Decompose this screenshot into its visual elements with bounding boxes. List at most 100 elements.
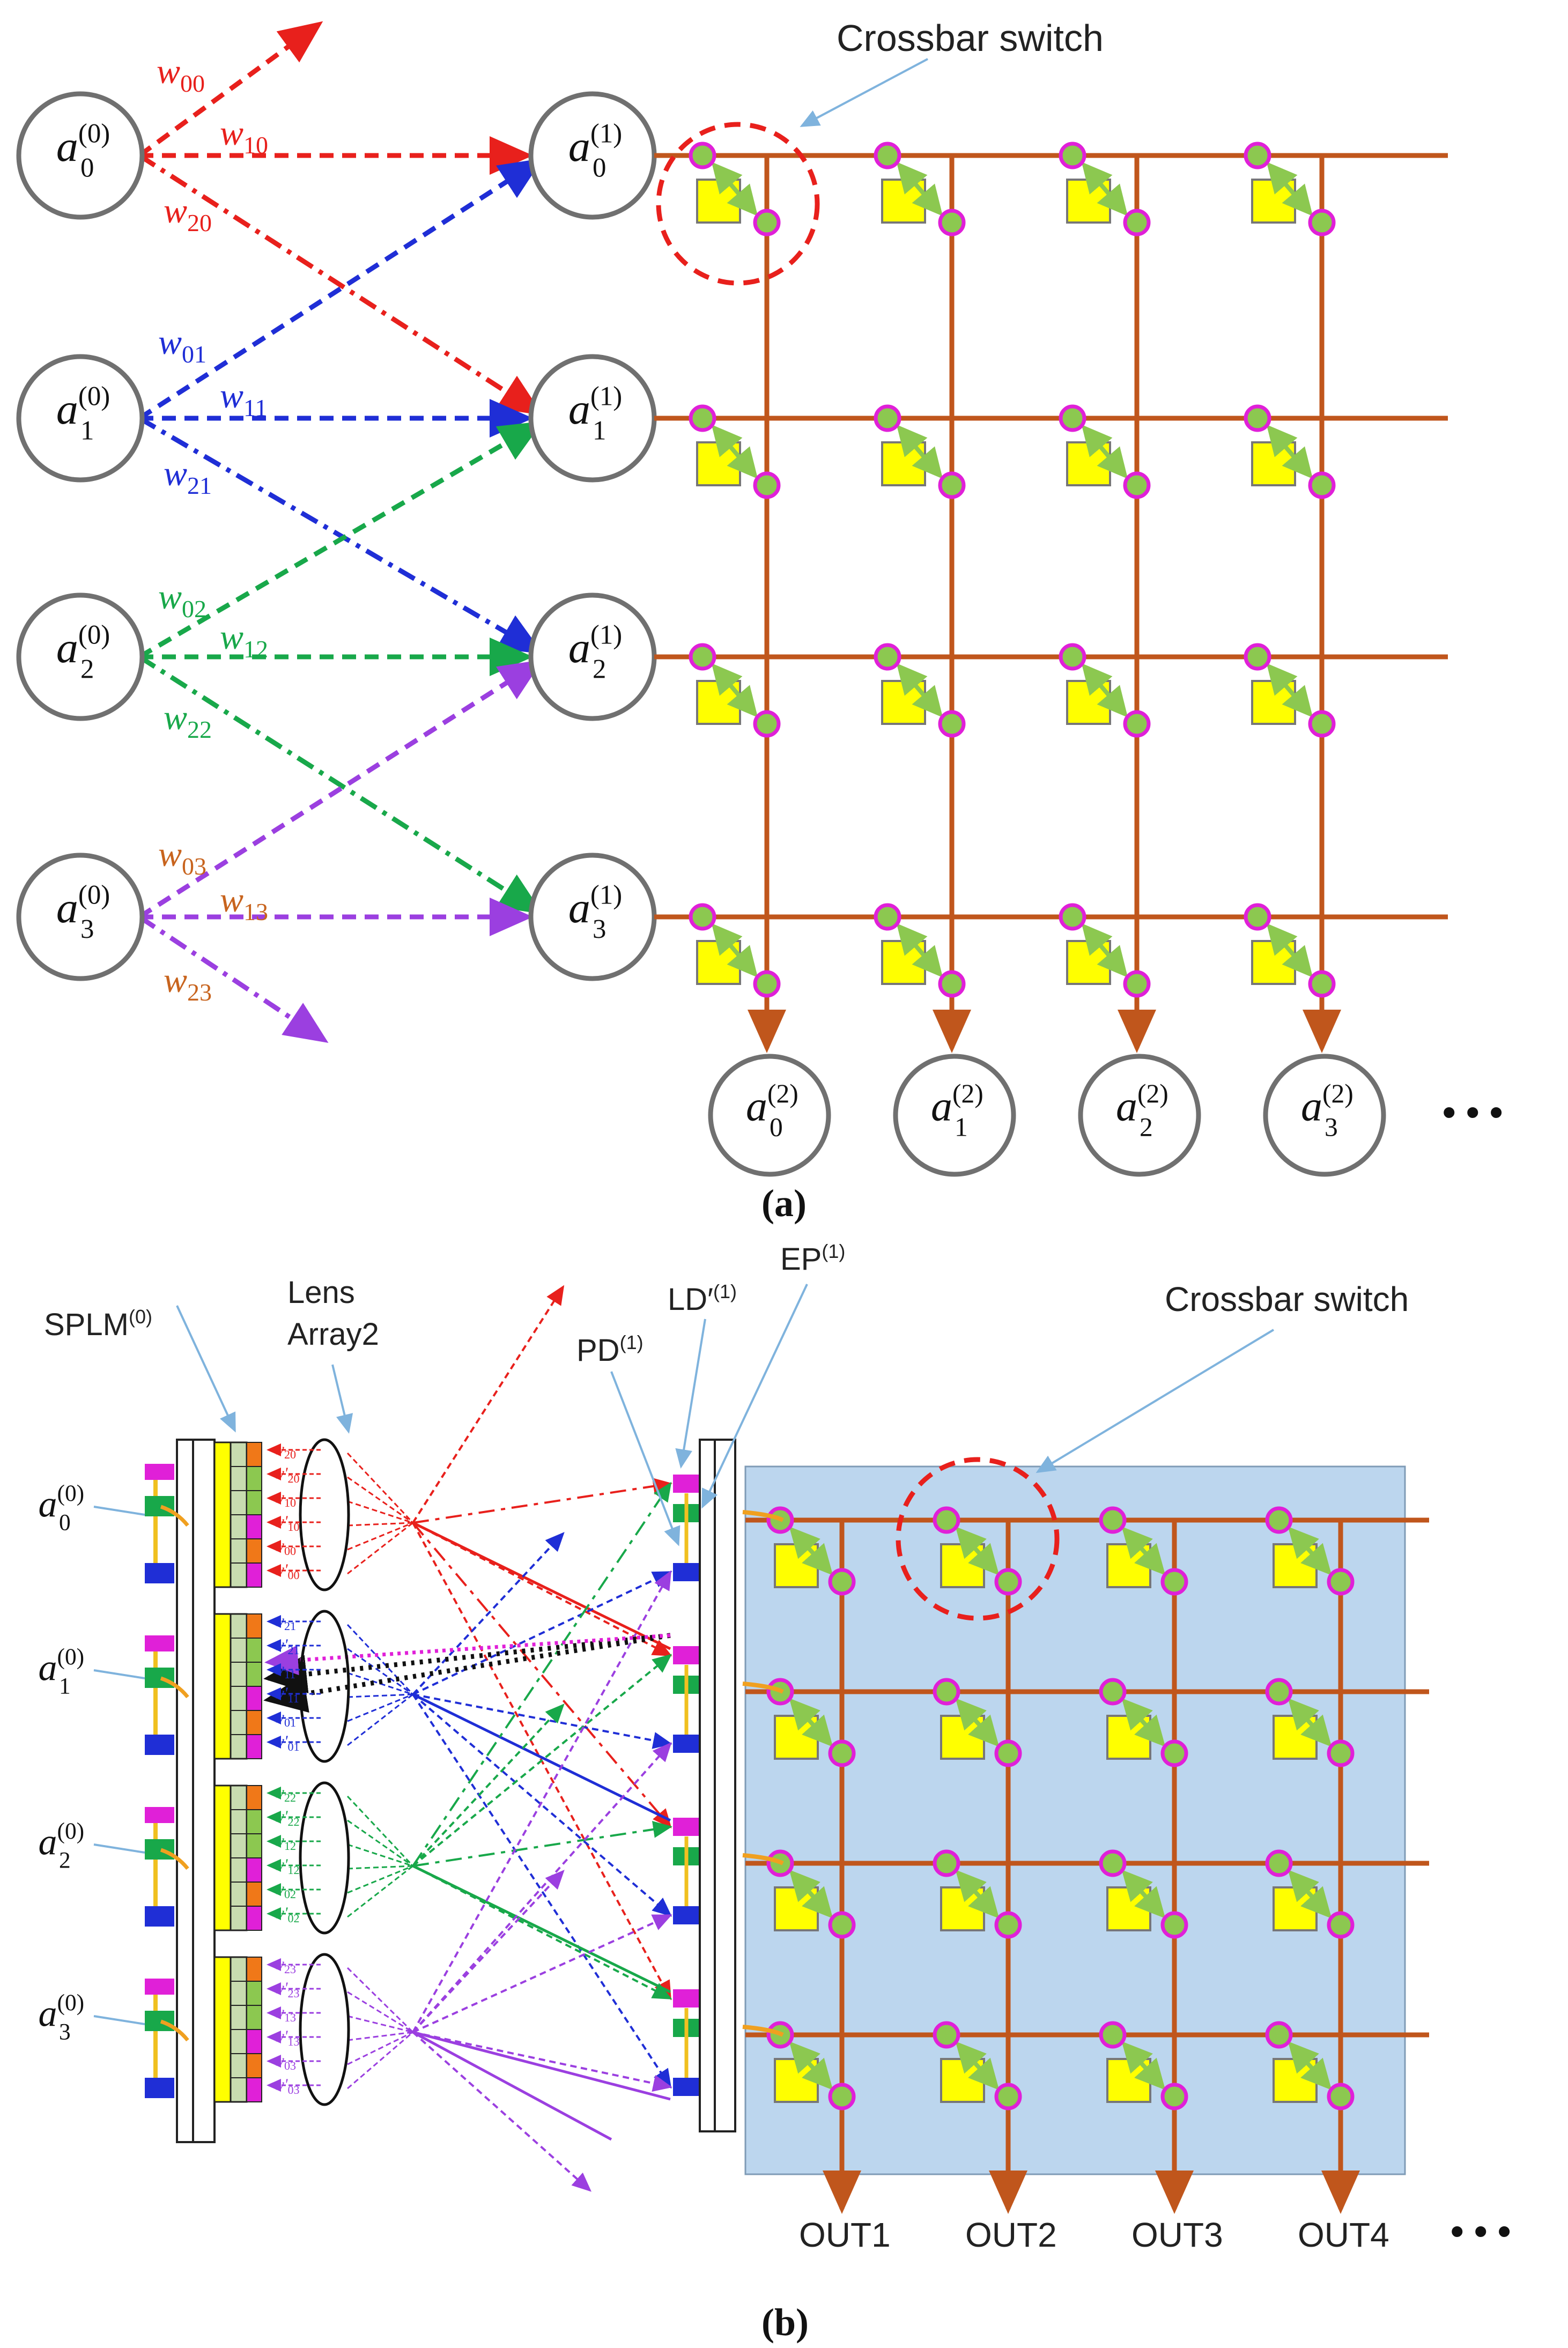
crossbar-column-node bbox=[1160, 1739, 1188, 1767]
beam-lens-to-focus bbox=[346, 1452, 414, 1524]
input-node-label: a(0)3 bbox=[56, 879, 110, 944]
ld-link bbox=[742, 1853, 784, 1865]
input-node-circle bbox=[16, 91, 145, 220]
switch-toggle-arrow bbox=[1288, 1698, 1332, 1747]
hidden-node-label: a(1)0 bbox=[568, 118, 622, 182]
crossbar-column-node bbox=[1123, 970, 1151, 998]
input-label-b-sup: (0) bbox=[57, 1818, 85, 1844]
pd-detector-blue bbox=[673, 1563, 699, 1581]
pd-detector-blue bbox=[673, 1906, 699, 1924]
input-node-label-base: a bbox=[56, 883, 78, 932]
caption-a: (a) bbox=[761, 1182, 807, 1225]
hidden-node-label-base: a bbox=[568, 883, 590, 932]
crossbar-row-node bbox=[1099, 1849, 1127, 1877]
input-callout-b bbox=[93, 1669, 145, 1679]
lens-weight-sub: 10 bbox=[284, 1496, 296, 1509]
switch-toggle-arrow bbox=[896, 161, 943, 217]
splm-assembly: w20w'20w10w'10w00w'00w21w'21w11w'11w01w'… bbox=[145, 1438, 350, 2143]
weight-label-base: w bbox=[158, 835, 182, 874]
switch-toggle-arrow bbox=[711, 663, 758, 718]
output-node-label-sup: (2) bbox=[952, 1079, 983, 1108]
crossbar-column-node bbox=[994, 1911, 1022, 1939]
beam-lens-to-focus bbox=[347, 1693, 413, 1698]
input-label-b: a(0)1 bbox=[39, 1644, 85, 1699]
beam-focus-to-detector bbox=[412, 1693, 672, 2089]
output-label: OUT2 bbox=[965, 2216, 1057, 2254]
crossbar-column-node bbox=[994, 1739, 1022, 1767]
caption-b: (b) bbox=[761, 2301, 809, 2344]
splm-pixel bbox=[246, 1490, 262, 1515]
beam-lens-to-focus bbox=[347, 1648, 413, 1695]
ld-link bbox=[742, 1682, 784, 1694]
beam-lens-to-focus bbox=[347, 1819, 413, 1867]
hidden-node-label-sub: 1 bbox=[593, 415, 606, 445]
splm-pixel bbox=[246, 2077, 262, 2102]
beam-return-solid bbox=[412, 2031, 671, 2101]
crossbar-row-node bbox=[933, 2021, 960, 2049]
weight-label-sub: 22 bbox=[187, 716, 212, 743]
crossbar-column-node bbox=[1308, 209, 1336, 236]
crossbar-column-node bbox=[1123, 209, 1151, 236]
crossbar-row-node bbox=[1244, 404, 1271, 432]
splm-emitter-green bbox=[145, 2011, 174, 2031]
switch-toggle-arrow bbox=[1081, 663, 1128, 718]
input-label-b-sub: 0 bbox=[59, 1510, 71, 1536]
output-node-label: a(2)2 bbox=[1116, 1079, 1168, 1142]
lens-weight-sub: 20 bbox=[287, 1472, 299, 1485]
splm-emitter-green bbox=[145, 1839, 174, 1860]
beam-tail bbox=[412, 2031, 612, 2141]
lens-weight-sub: 01 bbox=[284, 1716, 296, 1729]
crossbar-column-node bbox=[1160, 1911, 1188, 1939]
crossbar-row-node bbox=[689, 643, 716, 671]
crossbar-column-node bbox=[994, 1568, 1022, 1596]
input-node-label-sub: 0 bbox=[80, 152, 94, 182]
lens-weight-sub: 22 bbox=[284, 1791, 296, 1804]
output-node-label-sub: 3 bbox=[1325, 1112, 1338, 1142]
crossbar-row-node bbox=[1059, 404, 1086, 432]
input-label-b-sub: 2 bbox=[59, 1848, 71, 1873]
beam-offpanel bbox=[412, 1870, 565, 2033]
weight-label: w10 bbox=[220, 114, 268, 159]
lens-weight-sub: 00 bbox=[287, 1568, 299, 1582]
crossbar-row-node bbox=[1099, 1506, 1127, 1534]
crossbar-grid-b bbox=[742, 1506, 1429, 2214]
beam-return-dotted bbox=[263, 1633, 671, 1694]
beam-lens-to-focus bbox=[347, 2015, 413, 2033]
lens-weight-sub: 11 bbox=[287, 1692, 299, 1705]
crossbar-column-node bbox=[938, 710, 966, 738]
switch-toggle-arrow bbox=[896, 424, 943, 479]
beam-lens-to-focus bbox=[347, 2031, 413, 2065]
switch-toggle-arrow bbox=[955, 1870, 1000, 1919]
input-node-label-sub: 3 bbox=[80, 914, 94, 944]
beam-focus-to-detector bbox=[412, 1742, 672, 2033]
beam-offpanel bbox=[412, 1285, 565, 1524]
beam-focus-to-detector bbox=[412, 1570, 671, 2033]
hidden-node-label: a(1)3 bbox=[568, 879, 622, 944]
splm-pixel bbox=[246, 1785, 262, 1810]
crossbar-row-node bbox=[933, 1849, 960, 1877]
ld-emitter-magenta bbox=[673, 1989, 699, 2008]
splm-pixel bbox=[246, 1809, 262, 1834]
lens-weight-sub: 22 bbox=[287, 1815, 299, 1828]
splm-panel-outer bbox=[176, 1439, 194, 2143]
crossbar-column-node bbox=[828, 1568, 856, 1596]
weight-arrow-up-0 bbox=[97, 21, 323, 194]
lens-weight-sub: 03 bbox=[287, 2083, 299, 2097]
crossbar-row-node bbox=[1244, 142, 1271, 169]
output-node-label-sup: (2) bbox=[1322, 1079, 1353, 1108]
beam-lens-to-focus bbox=[347, 1865, 413, 1894]
hidden-node-label-sup: (1) bbox=[590, 381, 622, 411]
splm-pixel bbox=[246, 1981, 262, 2006]
crossbar-row-node bbox=[689, 142, 716, 169]
lens-weight-sub: 21 bbox=[287, 1643, 299, 1657]
splm-pixel bbox=[246, 1613, 262, 1639]
weight-label: w23 bbox=[164, 961, 212, 1006]
crossbar-row-node bbox=[874, 142, 901, 169]
splm-emitter-blue bbox=[145, 1906, 174, 1927]
weight-label-sub: 00 bbox=[180, 70, 205, 97]
crossbar-column-node bbox=[994, 2083, 1022, 2110]
output-node-circle bbox=[708, 1054, 831, 1177]
